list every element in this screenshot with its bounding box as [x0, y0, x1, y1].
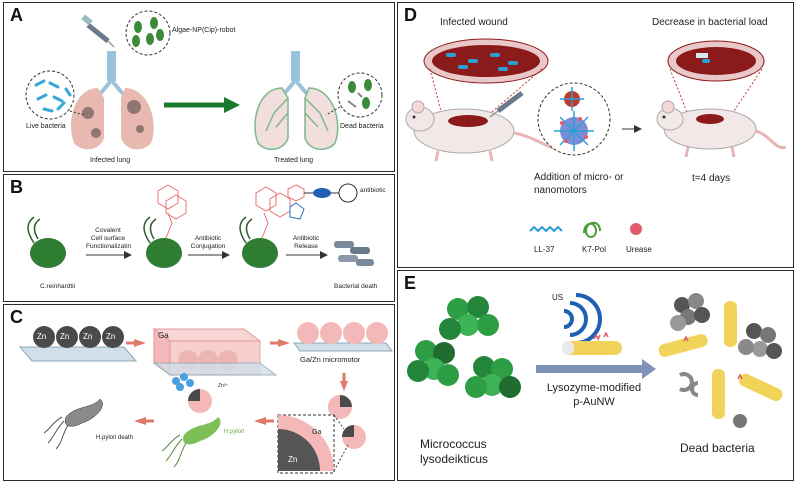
panel-c-label: C: [10, 307, 23, 327]
mouse-treated: [656, 100, 787, 158]
zn-label-3: Zn: [83, 332, 93, 341]
panel-e: E: [397, 270, 794, 481]
infected-lung-label: Infected lung: [90, 157, 131, 164]
panel-a: A: [3, 2, 395, 172]
micrococcus-cluster-3: [465, 356, 521, 398]
syringe-icon: [81, 14, 115, 48]
zoom-ga-label: Ga: [312, 429, 322, 436]
panel-b-label: B: [10, 177, 23, 197]
zoom-zn-label: Zn: [288, 455, 298, 464]
injection-syringe-icon: [489, 91, 524, 118]
algae-cell-1: [27, 216, 66, 268]
micrococcus-cluster-1: [439, 296, 499, 340]
live-bacteria-label: Live bacteria: [26, 123, 66, 130]
antibiotic-label: antibiotic: [360, 187, 386, 194]
mouse-infected: [405, 100, 571, 162]
organism-label: C.reinhardtii: [40, 283, 76, 290]
dead-bacteria-label: Dead bacteria: [340, 123, 384, 130]
panel-e-illustration: [407, 293, 783, 428]
decrease-title: Decrease in bacterial load: [652, 17, 768, 28]
nanowire: [562, 331, 622, 355]
panel-d-label: D: [404, 5, 417, 25]
infected-lung: [71, 51, 154, 150]
robot-label: Algae-NP(Cip)-robot: [172, 27, 236, 34]
zn-label-1: Zn: [37, 332, 47, 341]
ll37-icon: [529, 225, 563, 233]
panel-c: C: [3, 304, 395, 481]
dead-bacteria-cluster: [334, 241, 374, 266]
legend-urease: Urease: [626, 245, 652, 254]
time-label: t=4 days: [692, 173, 731, 184]
step-arrows: [86, 251, 328, 259]
panel-d: D: [397, 2, 794, 268]
panel-a-label: A: [10, 5, 23, 25]
zn-label-4: Zn: [106, 332, 116, 341]
panel-b-illustration: [27, 183, 374, 268]
treatment-arrow: [164, 97, 240, 113]
ga-label: Ga: [158, 331, 169, 340]
micrococcus-cluster-2: [407, 340, 459, 386]
us-label: US: [552, 293, 564, 302]
micromotor-label: Ga/Zn micromotor: [300, 355, 361, 364]
ultrasound-icon: [563, 293, 602, 345]
treated-lung-label: Treated lung: [274, 157, 314, 164]
infected-wound-title: Infected wound: [440, 17, 508, 28]
panel-e-label: E: [404, 273, 417, 293]
algae-cell-3: [239, 186, 305, 268]
treated-lung: [254, 51, 339, 150]
live-bacteria-zoom: [25, 70, 75, 120]
dead-bacteria-zoom: [337, 72, 383, 118]
zn-ion-label: Zn²⁺: [218, 383, 229, 389]
dead-bacteria-scene: [658, 293, 783, 428]
panel-a-illustration: [25, 10, 383, 150]
panel-d-illustration: [405, 38, 787, 238]
algae-robot-zoom: [125, 10, 171, 56]
hpylori-death-label: H.pylori death: [96, 435, 134, 441]
panel-b: B: [3, 174, 395, 302]
legend-k7pol: K7-Pol: [582, 245, 607, 254]
dead-bacteria-label-e: Dead bacteria: [680, 441, 755, 455]
urease-icon: [630, 223, 642, 235]
zn-label-2: Zn: [60, 332, 70, 341]
antibiotic-molecule: [287, 183, 358, 203]
k7pol-icon: [583, 221, 601, 238]
legend-ll37: LL-37: [534, 245, 555, 254]
panel-c-illustration: [18, 322, 393, 474]
algae-cell-2: [143, 184, 187, 268]
bacterial-death-label: Bacterial death: [334, 283, 378, 290]
hpylori-label: H.pylori: [224, 429, 245, 435]
